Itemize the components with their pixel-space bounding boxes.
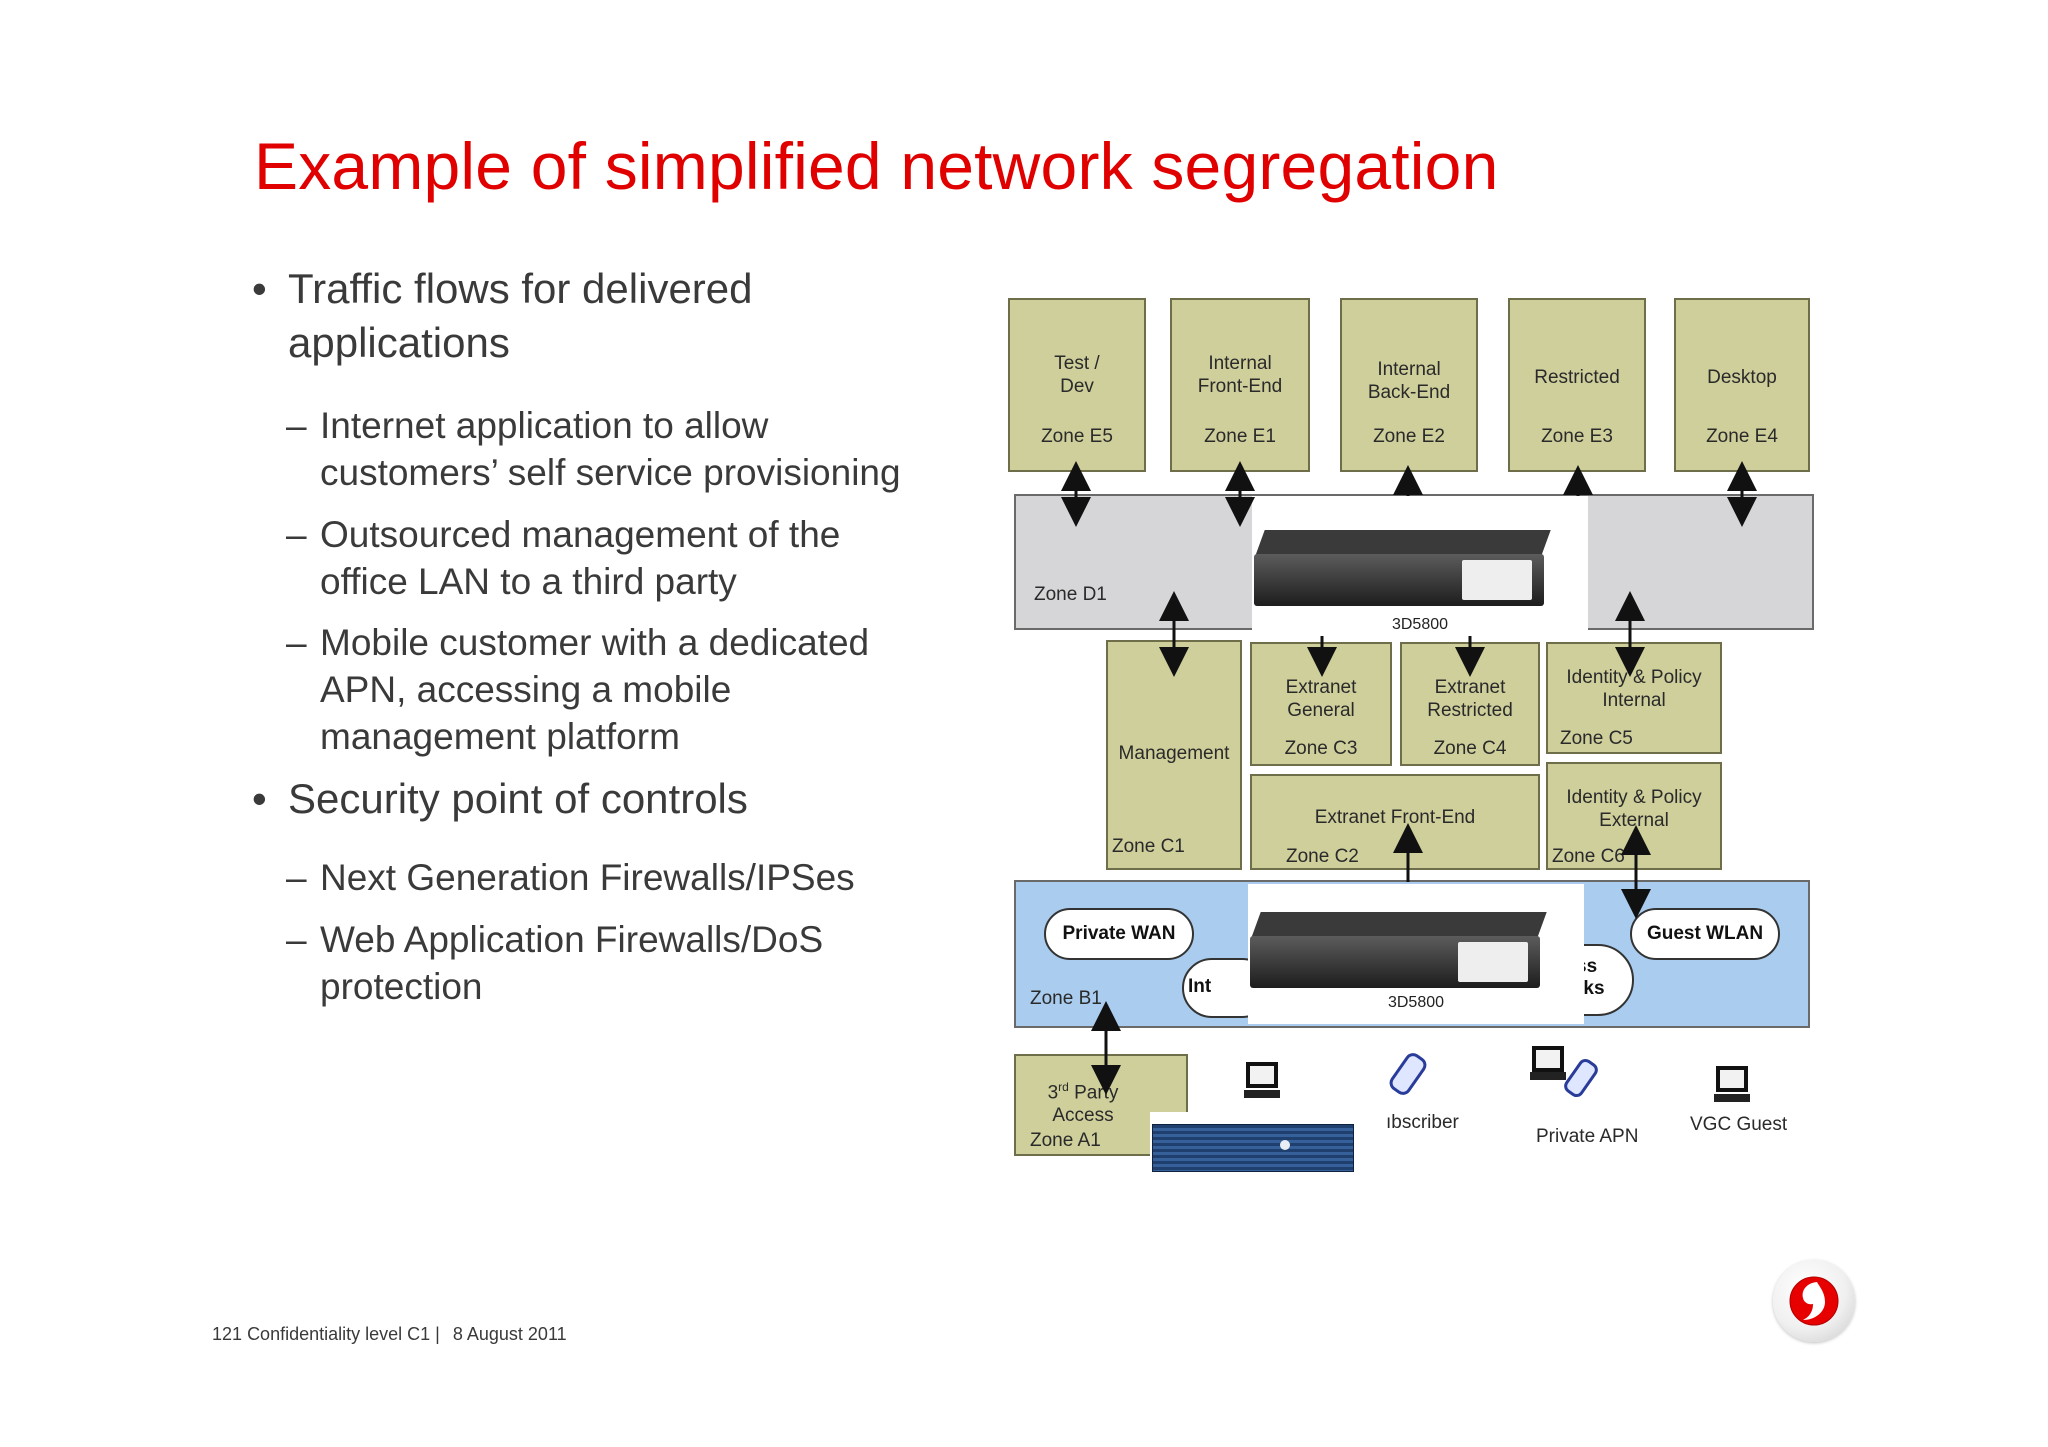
laptop-icon (1240, 1060, 1284, 1104)
device-panel (1458, 942, 1528, 982)
page-title: Example of simplified network segregatio… (254, 129, 1499, 203)
zone-label: Zone E1 (1204, 426, 1276, 447)
zone-name: Test / Dev (1054, 353, 1100, 397)
footer: 121 Confidentiality level C1 | 8 August … (212, 1324, 567, 1345)
zone-label: Zone E3 (1541, 426, 1613, 447)
cloud-private-wan: Private WAN (1044, 908, 1194, 960)
subbullet-text: Next Generation Firewalls/IPSes (320, 857, 855, 898)
dash-glyph: – (286, 405, 307, 446)
subbullet-text: management platform (320, 716, 680, 757)
dash-glyph: – (286, 919, 307, 960)
dash-glyph: – (286, 857, 307, 898)
zone-name: Internal Front-End (1197, 353, 1283, 397)
device-panel (1462, 560, 1532, 600)
firewall-device-bottom: 3D5800 (1248, 884, 1584, 1024)
subbullet-text: Internet application to allow (320, 405, 769, 446)
zone-c1: Management Zone C1 (1106, 640, 1242, 870)
arrows-layer (1061, 461, 1757, 1095)
zone-label: Zone E2 (1373, 426, 1445, 447)
zone-label: Zone E5 (1041, 426, 1113, 447)
zone-e3: Restricted Zone E3 (1508, 298, 1646, 472)
device-label: 3D5800 (1391, 616, 1449, 633)
zone-name: Internal Back-End (1367, 359, 1451, 403)
zone-name: Restricted (1534, 367, 1620, 388)
private-apn-label: Private APN (1536, 1126, 1639, 1147)
zone-name: Identity & Policy Internal (1566, 667, 1702, 711)
zone-label: Zone A1 (1030, 1130, 1101, 1151)
zone-label: Zone C4 (1433, 738, 1507, 759)
zone-name: Extranet General (1285, 677, 1357, 721)
bullet-text: Security point of controls (288, 775, 748, 822)
vodafone-logo (1773, 1260, 1855, 1342)
page-number: 121 (212, 1324, 243, 1344)
bullet-text: Traffic flows for delivered (288, 265, 753, 312)
subbullet-text: APN, accessing a mobile (320, 669, 732, 710)
zone-e4: Desktop Zone E4 (1674, 298, 1810, 472)
zone-label: Zone C2 (1286, 846, 1359, 867)
server-power-icon (1280, 1140, 1290, 1150)
laptop-icon (1710, 1064, 1754, 1108)
zone-label: Zone E4 (1706, 426, 1778, 447)
bullet-glyph: • (252, 265, 267, 312)
zone-b1-label: Zone B1 (1030, 988, 1102, 1009)
subbullet-text: Mobile customer with a dedicated (320, 622, 870, 663)
network-diagram: Test / Dev Zone E5 Internal Front-End Zo… (1000, 290, 1820, 1174)
zone-c2: Extranet Front-End Zone C2 (1250, 774, 1540, 870)
bullet-glyph: • (252, 775, 267, 822)
confidentiality-label: Confidentiality level C1 | (247, 1324, 440, 1344)
zone-label: Zone C6 (1552, 846, 1625, 867)
zone-label: Zone C5 (1560, 728, 1633, 749)
zone-e2: Internal Back-End Zone E2 (1340, 298, 1478, 472)
cloud-guest-wlan: Guest WLAN (1630, 908, 1780, 960)
dash-glyph: – (286, 622, 307, 663)
laptop-phone-icon (1530, 1046, 1610, 1106)
vgc-guest-label: VGC Guest (1690, 1114, 1788, 1135)
firewall-device-top: 3D5800 (1252, 496, 1588, 646)
subbullet-text: Outsourced management of the (320, 514, 841, 555)
subscriber-label: ıbscriber (1386, 1112, 1459, 1133)
footer-date: 8 August 2011 (452, 1324, 567, 1344)
subbullet-text: protection (320, 966, 483, 1007)
zone-d1-label: Zone D1 (1034, 584, 1107, 605)
device-label: 3D5800 (1387, 994, 1445, 1011)
zone-name: Extranet Front-End (1314, 807, 1476, 828)
server-device (1150, 1112, 1354, 1174)
zone-name: Identity & Policy External (1566, 787, 1702, 831)
dash-glyph: – (286, 514, 307, 555)
server-chassis (1152, 1124, 1354, 1172)
subbullet-text: customers’ self service provisioning (320, 452, 901, 493)
subbullet-text: office LAN to a third party (320, 561, 737, 602)
zone-e5: Test / Dev Zone E5 (1008, 298, 1146, 472)
zone-name: Extranet Restricted (1427, 677, 1513, 721)
zone-name: Management (1118, 743, 1230, 764)
zone-label: Zone C3 (1284, 738, 1358, 759)
zone-label: Zone C1 (1112, 836, 1185, 857)
vodafone-speechmark-icon (1789, 1276, 1839, 1326)
subbullet-text: Web Application Firewalls/DoS (320, 919, 824, 960)
zone-name: Desktop (1707, 367, 1777, 388)
phone-icon (1384, 1048, 1434, 1104)
bullet-text: applications (288, 319, 510, 366)
